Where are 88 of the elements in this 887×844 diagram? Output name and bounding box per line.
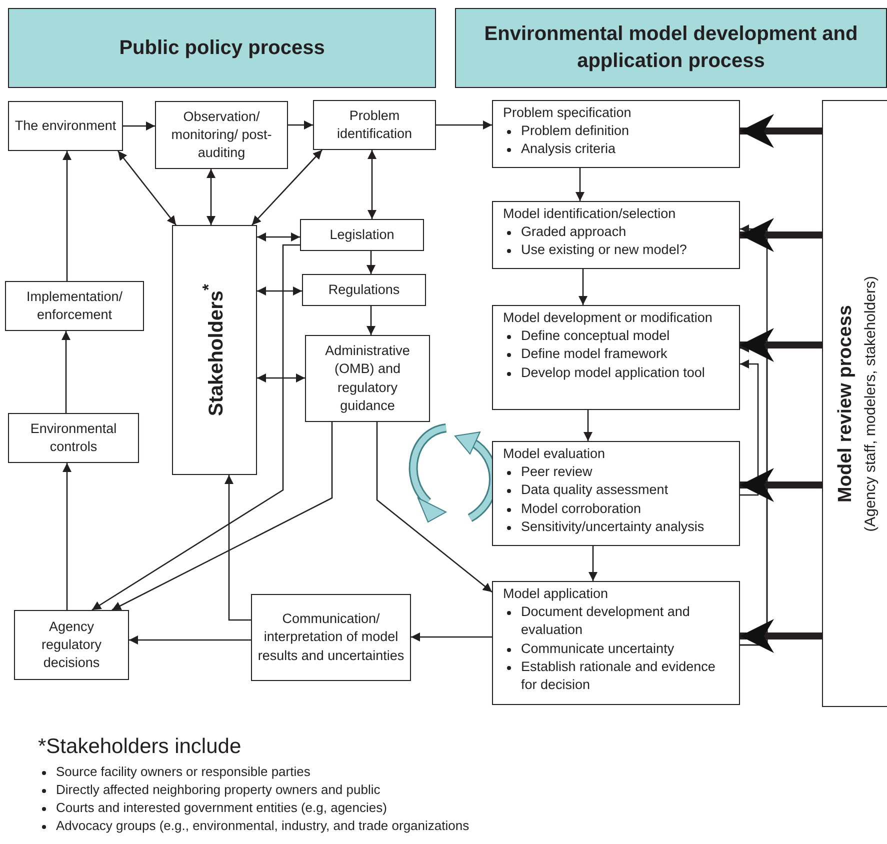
- box-label: Problem identification: [336, 106, 414, 143]
- box-label: Problem specification: [503, 104, 632, 122]
- bullet-item: Use existing or new model?: [521, 241, 687, 260]
- process-box: [305, 335, 430, 422]
- box-label: Observation/ monitoring/ post-auditing: [170, 108, 273, 162]
- footnote-item: Courts and interested government entities (e.g, agencies): [56, 799, 387, 817]
- box-label: Legislation: [330, 226, 394, 244]
- box-label: Model evaluation: [503, 445, 606, 463]
- process-box: [313, 100, 436, 150]
- process-box: [492, 581, 740, 705]
- process-box: [5, 281, 144, 331]
- bullet-item: Model corroboration: [521, 500, 642, 518]
- box-label: Implementation/ enforcement: [25, 288, 124, 324]
- arrow: [62, 151, 72, 281]
- arrow: [92, 244, 300, 611]
- bullet-item: Graded approach: [521, 223, 626, 242]
- stakeholders-box: [172, 225, 257, 475]
- box-label: Communication/ interpretation of model results and uncertainties: [256, 610, 406, 665]
- bullet-item: Communicate uncertainty: [521, 640, 674, 658]
- process-box: [492, 100, 740, 168]
- bullet-item: Problem definition: [521, 122, 630, 140]
- double-arrow: [368, 150, 376, 219]
- double-arrow: [257, 286, 302, 296]
- thick-arrow: [740, 468, 822, 502]
- process-box: [492, 201, 740, 269]
- double-arrow: [206, 169, 216, 225]
- bullet-item: Define model framework: [521, 345, 668, 364]
- process-box: [492, 441, 740, 546]
- bullet-item: Document development and evaluation: [521, 603, 691, 640]
- bullet-item: Define conceptual model: [521, 327, 670, 346]
- process-box: [492, 305, 740, 410]
- process-box: [14, 610, 129, 680]
- bullet-item: Sensitivity/uncertainty analysis: [521, 518, 704, 536]
- arrow: [584, 410, 592, 441]
- header-title: Environmental model development and application process: [483, 22, 859, 74]
- arrow: [123, 122, 155, 130]
- box-label: Model identification/selection: [503, 205, 677, 223]
- arrow: [224, 475, 251, 621]
- arrow: [740, 360, 759, 496]
- box-label: Environmental controls: [29, 420, 118, 456]
- arrow: [112, 422, 333, 611]
- arrow: [578, 269, 588, 305]
- bullet-item: Establish rationale and evidence for decision: [521, 658, 716, 694]
- arrow: [366, 251, 376, 274]
- process-box: [300, 219, 424, 251]
- arrow: [62, 331, 70, 413]
- box-label: The environment: [14, 116, 116, 135]
- arrow: [376, 422, 492, 592]
- panel-subtitle: (Agency staff, modelers, stakeholders): [860, 276, 880, 532]
- arrow: [129, 636, 251, 644]
- double-arrow: [257, 374, 305, 382]
- arrow: [288, 120, 313, 130]
- review-panel: [822, 100, 887, 707]
- double-arrow: [117, 150, 177, 226]
- double-arrow: [252, 150, 322, 226]
- arrow: [62, 463, 72, 610]
- header-band: [455, 8, 887, 88]
- process-box: [8, 101, 123, 151]
- header-band: [8, 8, 436, 88]
- arrow: [366, 306, 376, 335]
- thick-arrow: [740, 218, 822, 252]
- box-label: Administrative (OMB) and regulatory guidance: [324, 342, 411, 415]
- bullet-item: Peer review: [521, 463, 592, 482]
- arrow: [588, 546, 598, 581]
- box-label: Model application: [503, 585, 610, 603]
- header-title: Public policy process: [119, 36, 325, 60]
- bullet-item: Data quality assessment: [521, 481, 668, 500]
- arrow: [576, 168, 584, 201]
- arrow: [436, 120, 492, 130]
- thick-arrow: [740, 114, 822, 148]
- process-box: [302, 274, 426, 306]
- panel-title: Model review process: [834, 304, 858, 502]
- thick-arrow: [740, 619, 822, 653]
- double-arrow: [257, 232, 300, 242]
- arrow: [411, 632, 492, 642]
- footnote-item: Directly affected neighboring property owners and public: [56, 781, 380, 799]
- footnote-item: Source facility owners or responsible parties: [56, 763, 310, 781]
- process-box: [251, 594, 411, 681]
- box-label: Model development or modification: [503, 309, 714, 327]
- footnote-item: Advocacy groups (e.g., environmental, industry, and trade organizations: [56, 817, 470, 835]
- bullet-item: Analysis criteria: [521, 140, 616, 158]
- box-label: Agency regulatory decisions: [40, 618, 103, 672]
- process-box: [8, 413, 139, 463]
- thick-arrow: [740, 328, 822, 362]
- box-label: Regulations: [328, 280, 400, 299]
- footnote-heading: *Stakeholders include: [38, 735, 242, 759]
- bullet-item: Develop model application tool: [521, 364, 705, 382]
- process-box: [155, 101, 288, 169]
